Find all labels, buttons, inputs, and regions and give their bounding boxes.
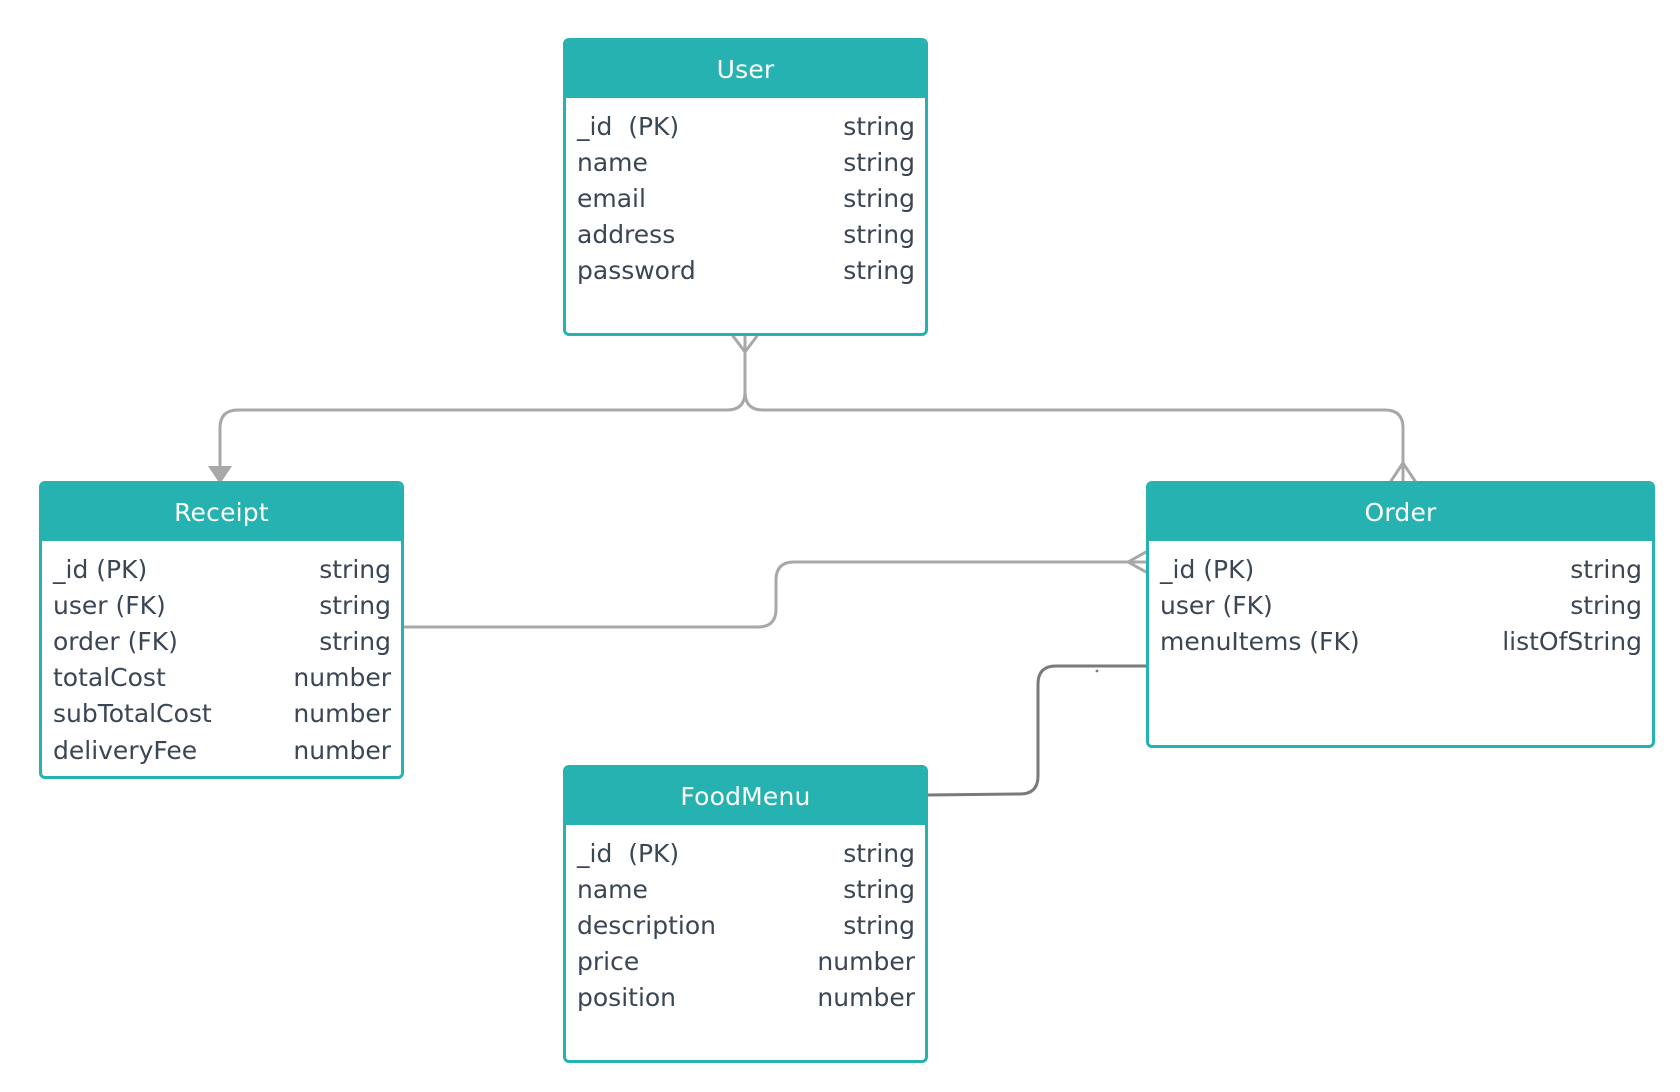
field-type: string [843,874,915,904]
field-name: email [577,183,646,213]
field-row: address string [577,217,915,253]
field-type: number [817,983,915,1013]
field-row: position number [577,980,915,1016]
entity-fields: _id (PK) string user (FK) string order (… [42,541,401,768]
field-type: number [293,663,391,693]
field-type: string [319,554,391,584]
field-type: number [293,735,391,765]
field-row: email string [577,180,915,216]
field-row: description string [577,907,915,943]
field-type: string [843,111,915,141]
field-row: name string [577,871,915,907]
entity-receipt[interactable]: Receipt _id (PK) string user (FK) string… [39,481,404,779]
field-name: price [577,947,640,977]
connector-foodmenu-order [926,664,1148,797]
field-name: _id (PK) [1160,554,1255,584]
field-name: menuItems (FK) [1160,626,1360,656]
field-type: string [843,256,915,286]
field-type: string [843,147,915,177]
field-name: totalCost [53,663,166,693]
field-row: user (FK) string [1160,587,1642,623]
field-name: user (FK) [53,590,166,620]
field-row: order (FK) string [53,623,391,659]
field-type: listOfString [1502,626,1642,656]
field-name: user (FK) [1160,590,1273,620]
crowfoot-order-top-icon [1389,461,1417,483]
field-type: string [843,910,915,940]
field-row: deliveryFee number [53,732,391,768]
field-name: deliveryFee [53,735,198,765]
field-row: _id (PK) string [53,551,391,587]
field-type: string [319,626,391,656]
connector-receipt-order [402,560,1148,629]
crowfoot-user-bottom-icon [731,334,759,354]
entity-title: Receipt [42,484,401,541]
field-type: number [817,947,915,977]
field-name: name [577,874,648,904]
field-name: subTotalCost [53,699,212,729]
field-name: _id (PK) [53,554,148,584]
field-row: _id (PK) string [577,108,915,144]
field-row: user (FK) string [53,587,391,623]
field-type: string [843,220,915,250]
field-row: name string [577,144,915,180]
entity-user[interactable]: User _id (PK) string name string email s… [563,38,928,336]
field-type: string [319,590,391,620]
entity-title: Order [1149,484,1652,541]
field-name: position [577,983,677,1013]
field-type: string [1570,554,1642,584]
field-name: address [577,220,676,250]
field-row: password string [577,253,915,289]
connector-user-receipt [218,334,747,472]
field-type: string [843,183,915,213]
field-row: price number [577,944,915,980]
arrow-receipt-top-icon [208,466,232,484]
field-row: totalCost number [53,660,391,696]
field-type: string [843,838,915,868]
entity-fields: _id (PK) string name string email string… [566,98,925,289]
field-name: name [577,147,648,177]
field-row: _id (PK) string [577,835,915,871]
field-row: subTotalCost number [53,696,391,732]
field-name: _id (PK) [577,111,680,141]
field-row: _id (PK) string [1160,551,1642,587]
field-type: string [1570,590,1642,620]
entity-title: FoodMenu [566,768,925,825]
field-name: order (FK) [53,626,178,656]
entity-order[interactable]: Order _id (PK) string user (FK) string m… [1146,481,1655,748]
entity-fields: _id (PK) string name string description … [566,825,925,1016]
field-type: number [293,699,391,729]
connector-dot [1095,669,1099,673]
field-row: menuItems (FK) listOfString [1160,623,1642,659]
crowfoot-order-left-icon [1126,550,1148,574]
field-name: password [577,256,696,286]
field-name: _id (PK) [577,838,680,868]
entity-fields: _id (PK) string user (FK) string menuIte… [1149,541,1652,660]
entity-title: User [566,41,925,98]
entity-foodmenu[interactable]: FoodMenu _id (PK) string name string des… [563,765,928,1063]
connector-user-order [743,390,1405,483]
field-name: description [577,910,717,940]
